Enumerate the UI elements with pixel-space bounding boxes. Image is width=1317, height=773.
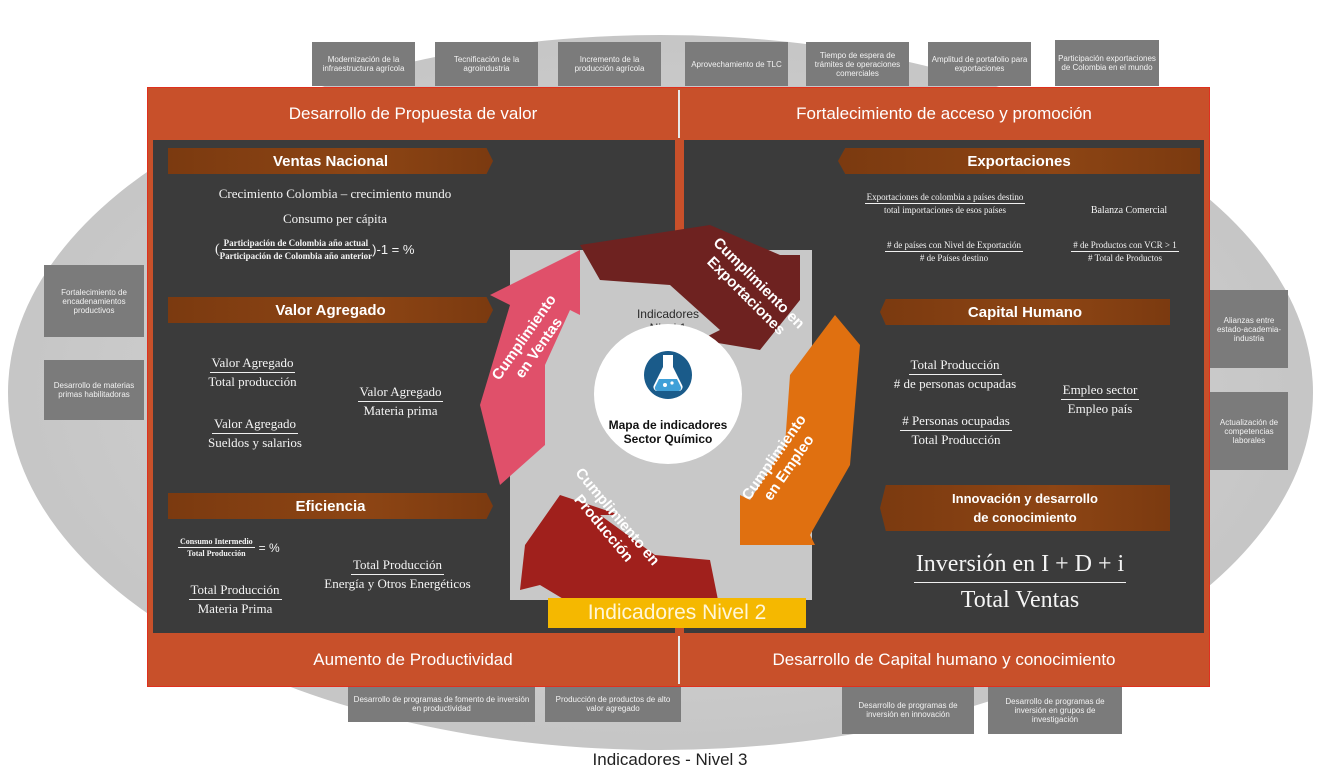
- eficiencia-fraction-1-den: Total Producción: [187, 549, 246, 558]
- cycle-arrows: [480, 225, 860, 615]
- exportaciones-fraction-3-num: # de Productos con VCR > 1: [1071, 240, 1179, 252]
- footer-divider: [678, 636, 680, 684]
- eficiencia-fraction-2: Total Producción Energía y Otros Energét…: [310, 557, 485, 592]
- valor-fraction-1-num: Valor Agregado: [209, 355, 296, 373]
- valor-fraction-3: Valor Agregado Sueldos y salarios: [190, 416, 320, 451]
- indicator-box-top-5: Tiempo de espera de trámites de operacio…: [806, 42, 909, 86]
- flask-icon: [643, 345, 693, 401]
- arrow-produccion: [520, 495, 720, 615]
- section-innovacion: Innovación y desarrollo de conocimiento: [880, 485, 1170, 531]
- valor-fraction-1: Valor Agregado Total producción: [195, 355, 310, 390]
- valor-fraction-1-den: Total producción: [208, 374, 297, 389]
- map-title-line2: Sector Químico: [623, 432, 713, 446]
- exportaciones-fraction-2-num: # de países con Nivel de Exportación: [885, 240, 1023, 252]
- capital-fraction-1: Total Producción # de personas ocupadas: [880, 357, 1030, 392]
- indicator-box-bottom-2: Producción de productos de alto valor ag…: [545, 686, 681, 722]
- eficiencia-fraction-1-num: Consumo Intermedio: [178, 537, 255, 548]
- exportaciones-fraction-3-den: # Total de Productos: [1088, 253, 1162, 263]
- exportaciones-fraction-1: Exportaciones de colombia a países desti…: [838, 192, 1052, 215]
- innovacion-fraction-den: Total Ventas: [960, 587, 1080, 613]
- exportaciones-fraction-2: # de países con Nivel de Exportación # d…: [854, 240, 1054, 263]
- indicator-box-top-3: Incremento de la producción agrícola: [558, 42, 661, 86]
- arrow-exportaciones: [580, 225, 800, 350]
- eficiencia-formula-1: Consumo Intermedio Total Producción = %: [178, 537, 280, 558]
- eficiencia-fraction-3-den: Materia Prima: [197, 601, 273, 616]
- innovacion-fraction: Inversión en I + D + i Total Ventas: [895, 551, 1145, 614]
- eficiencia-fraction-2-den: Energía y Otros Energéticos: [324, 576, 471, 591]
- indicator-box-top-4: Aprovechamiento de TLC: [685, 42, 788, 86]
- indicator-box-bottom-4: Desarrollo de programas de inversión en …: [988, 686, 1122, 734]
- ventas-formula-prefix: (: [215, 241, 220, 257]
- indicator-box-top-2: Tecnificación de la agroindustria: [435, 42, 538, 86]
- ventas-fraction-numerator: Participación de Colombia año actual: [221, 238, 371, 250]
- capital-fraction-3-num: # Personas ocupadas: [900, 413, 1012, 431]
- exportaciones-fraction-1-den: total importaciones de esos países: [884, 205, 1006, 215]
- indicator-box-top-7: Participación exportaciones de Colombia …: [1055, 40, 1159, 86]
- ventas-formula: ( Participación de Colombia año actual P…: [215, 238, 414, 261]
- valor-fraction-2-num: Valor Agregado: [357, 384, 444, 402]
- indicator-box-bottom-3: Desarrollo de programas de inversión en …: [842, 686, 974, 734]
- valor-fraction-2-den: Materia prima: [363, 403, 438, 418]
- section-exportaciones: Exportaciones: [838, 148, 1200, 174]
- section-eficiencia: Eficiencia: [168, 493, 493, 519]
- indicator-box-left-2: Desarrollo de materias primas habilitado…: [44, 360, 144, 420]
- capital-fraction-2: Empleo sector Empleo país: [1052, 382, 1148, 417]
- exportaciones-fraction-3: # de Productos con VCR > 1 # Total de Pr…: [1054, 240, 1196, 263]
- ventas-fraction-denominator: Participación de Colombia año anterior: [219, 251, 373, 261]
- indicator-box-top-6: Amplitud de portafolio para exportacione…: [928, 42, 1031, 86]
- center-map-title: Mapa de indicadores Sector Químico: [594, 418, 742, 446]
- valor-fraction-3-den: Sueldos y salarios: [208, 435, 302, 450]
- header-propuesta-valor: Desarrollo de Propuesta de valor: [288, 104, 538, 123]
- innovacion-fraction-num: Inversión en I + D + i: [913, 551, 1127, 583]
- ventas-line-consumo: Consumo per cápita: [283, 211, 387, 226]
- section-capital-humano: Capital Humano: [880, 299, 1170, 325]
- header-acceso-promocion: Fortalecimiento de acceso y promoción: [796, 104, 1092, 123]
- ventas-formula-suffix: )-1 = %: [372, 242, 415, 257]
- exportaciones-fraction-1-num: Exportaciones de colombia a países desti…: [864, 192, 1026, 204]
- capital-fraction-1-den: # de personas ocupadas: [893, 376, 1017, 391]
- eficiencia-formula-1-suffix: = %: [258, 540, 280, 555]
- ventas-line-crecimiento: Crecimiento Colombia – crecimiento mundo: [218, 186, 452, 201]
- arrow-empleo: [740, 315, 860, 545]
- indicator-box-right-2: Actualización de competencias laborales: [1210, 392, 1288, 470]
- footer-capital-humano: Desarrollo de Capital humano y conocimie…: [772, 650, 1116, 669]
- capital-fraction-3: # Personas ocupadas Total Producción: [892, 413, 1020, 448]
- eficiencia-fraction-3-num: Total Producción: [188, 582, 282, 600]
- indicator-box-right-1: Alianzas entre estado-academia-industria: [1210, 290, 1288, 368]
- ventas-fraction: Participación de Colombia año actual Par…: [220, 238, 373, 261]
- eficiencia-fraction-1: Consumo Intermedio Total Producción: [178, 537, 255, 558]
- capital-fraction-2-num: Empleo sector: [1060, 382, 1140, 400]
- indicadores-nivel-2-bar: Indicadores Nivel 2: [548, 598, 806, 628]
- nivel-1-line1: Indicadores: [636, 307, 700, 321]
- innovacion-title-line2: de conocimiento: [973, 510, 1077, 525]
- exportaciones-fraction-2-den: # de Países destino: [919, 253, 989, 263]
- indicator-box-left-1: Fortalecimiento de encadenamientos produ…: [44, 265, 144, 337]
- eficiencia-fraction-3: Total Producción Materia Prima: [180, 582, 290, 617]
- eficiencia-fraction-2-num: Total Producción: [351, 557, 444, 575]
- footer-productividad: Aumento de Productividad: [313, 650, 513, 669]
- balanza-comercial: Balanza Comercial: [1090, 205, 1168, 216]
- innovacion-title-line1: Innovación y desarrollo: [952, 491, 1098, 506]
- capital-fraction-1-num: Total Producción: [908, 357, 1002, 375]
- map-title-line1: Mapa de indicadores: [608, 418, 728, 432]
- capital-fraction-2-den: Empleo país: [1067, 401, 1133, 416]
- valor-fraction-3-num: Valor Agregado: [212, 416, 298, 434]
- header-divider: [678, 90, 680, 138]
- arrow-ventas: [480, 250, 580, 485]
- section-ventas-nacional: Ventas Nacional: [168, 148, 493, 174]
- capital-fraction-3-den: Total Producción: [911, 432, 1001, 447]
- valor-fraction-2: Valor Agregado Materia prima: [343, 384, 458, 419]
- indicator-box-bottom-1: Desarrollo de programas de fomento de in…: [348, 686, 535, 722]
- indicator-box-top-1: Modernización de la infraestructura agrí…: [312, 42, 415, 86]
- indicadores-nivel-3-label: Indicadores - Nivel 3: [592, 750, 748, 769]
- section-valor-agregado: Valor Agregado: [168, 297, 493, 323]
